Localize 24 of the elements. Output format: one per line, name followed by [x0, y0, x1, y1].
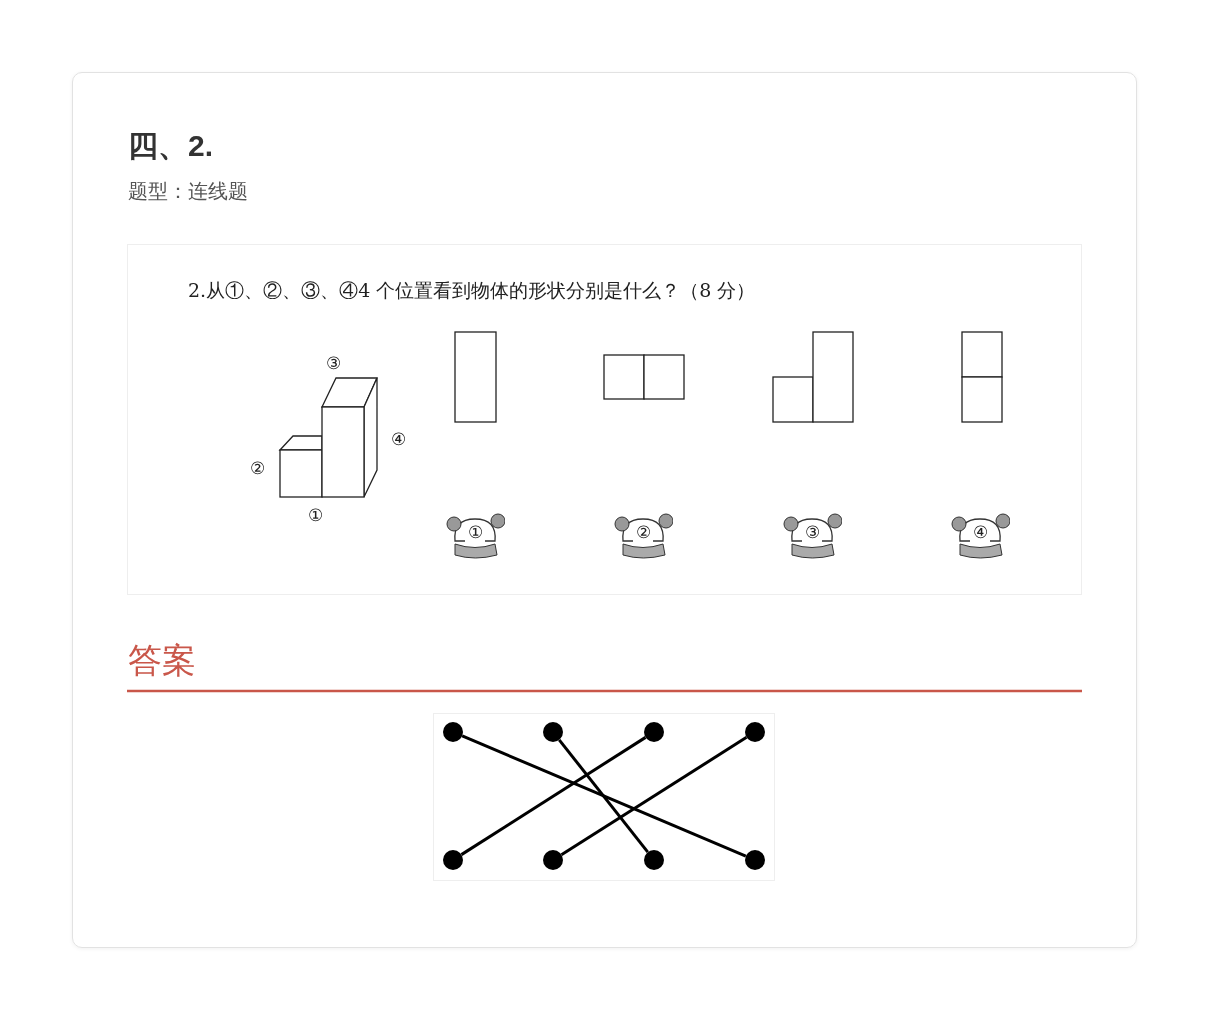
dot: [543, 722, 563, 742]
dot: [443, 850, 463, 870]
question-type: 题型：连线题: [128, 178, 248, 205]
dot: [443, 722, 463, 742]
position-number: ②: [633, 522, 653, 542]
position-label: ①: [308, 505, 323, 525]
dot: [543, 850, 563, 870]
position-label: ④: [391, 429, 406, 449]
question-number: 四、2.: [128, 128, 214, 164]
answer-heading: 答案: [128, 639, 196, 682]
position-label: ③: [326, 353, 341, 373]
connecting-line: [558, 738, 649, 854]
position-label: ②: [250, 458, 265, 478]
position-number: ④: [970, 522, 990, 542]
dot: [644, 722, 664, 742]
position-number: ①: [465, 522, 485, 542]
connecting-line: [560, 736, 748, 856]
dot: [745, 722, 765, 742]
connecting-line: [460, 736, 647, 856]
dot: [745, 850, 765, 870]
dot: [644, 850, 664, 870]
connecting-line: [461, 734, 747, 858]
question-text: 2.从①、②、③、④4 个位置看到物体的形状分别是什么？（8 分）: [188, 278, 756, 303]
position-number: ③: [802, 522, 822, 542]
